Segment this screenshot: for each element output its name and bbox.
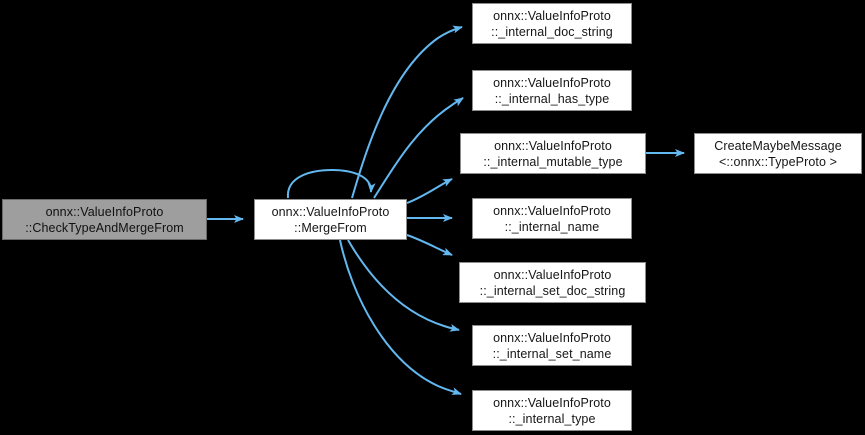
node-label-line2: ::CheckTypeAndMergeFrom: [25, 220, 184, 235]
node-internal-name[interactable]: onnx::ValueInfoProto ::_internal_name: [472, 198, 632, 239]
node-label-line1: onnx::ValueInfoProto: [493, 395, 611, 410]
node-internal-set-name[interactable]: onnx::ValueInfoProto ::_internal_set_nam…: [472, 325, 632, 366]
node-label-line1: onnx::ValueInfoProto: [493, 330, 611, 345]
node-internal-set-doc-string[interactable]: onnx::ValueInfoProto ::_internal_set_doc…: [459, 262, 646, 303]
edge-merge-from-to-internal-doc-string: [351, 25, 463, 199]
node-label-line2: <::onnx::TypeProto >: [718, 154, 838, 169]
node-internal-mutable-type[interactable]: onnx::ValueInfoProto ::_internal_mutable…: [460, 133, 646, 174]
edge-merge-from-to-internal-has-type: [373, 97, 464, 199]
node-label-line1: onnx::ValueInfoProto: [493, 267, 612, 282]
node-label-line2: ::_internal_has_type: [494, 91, 610, 106]
node-label-line1: onnx::ValueInfoProto: [494, 138, 612, 153]
node-merge-from[interactable]: onnx::ValueInfoProto ::MergeFrom: [254, 199, 407, 240]
edge-merge-from-to-internal-mutable-type: [406, 178, 453, 204]
node-label-line2: ::_internal_name: [504, 219, 600, 234]
node-label-line1: onnx::ValueInfoProto: [493, 8, 611, 23]
node-label-line2: ::_internal_doc_string: [491, 24, 613, 39]
node-label-line2: ::_internal_mutable_type: [483, 154, 623, 169]
node-internal-has-type[interactable]: onnx::ValueInfoProto ::_internal_has_typ…: [472, 70, 632, 111]
node-check-type-and-merge-from[interactable]: onnx::ValueInfoProto ::CheckTypeAndMerge…: [2, 199, 207, 240]
node-create-maybe-message[interactable]: CreateMaybeMessage <::onnx::TypeProto >: [694, 133, 862, 174]
node-label-line2: ::_internal_set_name: [492, 346, 612, 361]
edge-merge-from-self-loop: [286, 168, 376, 199]
node-label-line1: onnx::ValueInfoProto: [493, 75, 611, 90]
node-label-line1: onnx::ValueInfoProto: [45, 204, 164, 219]
edge-merge-from-to-internal-set-name: [347, 239, 460, 332]
edge-merge-from-to-internal-set-doc-string: [406, 234, 453, 256]
node-label-line2: ::MergeFrom: [294, 220, 367, 235]
node-label-line1: CreateMaybeMessage: [714, 138, 842, 153]
node-label-line2: ::_internal_type: [508, 411, 596, 426]
node-internal-doc-string[interactable]: onnx::ValueInfoProto ::_internal_doc_str…: [472, 3, 632, 44]
node-label-line1: onnx::ValueInfoProto: [271, 204, 390, 219]
node-internal-type[interactable]: onnx::ValueInfoProto ::_internal_type: [472, 390, 632, 431]
edge-merge-from-to-internal-type: [339, 239, 462, 395]
node-label-line2: ::_internal_set_doc_string: [479, 283, 626, 298]
node-label-line1: onnx::ValueInfoProto: [493, 203, 611, 218]
